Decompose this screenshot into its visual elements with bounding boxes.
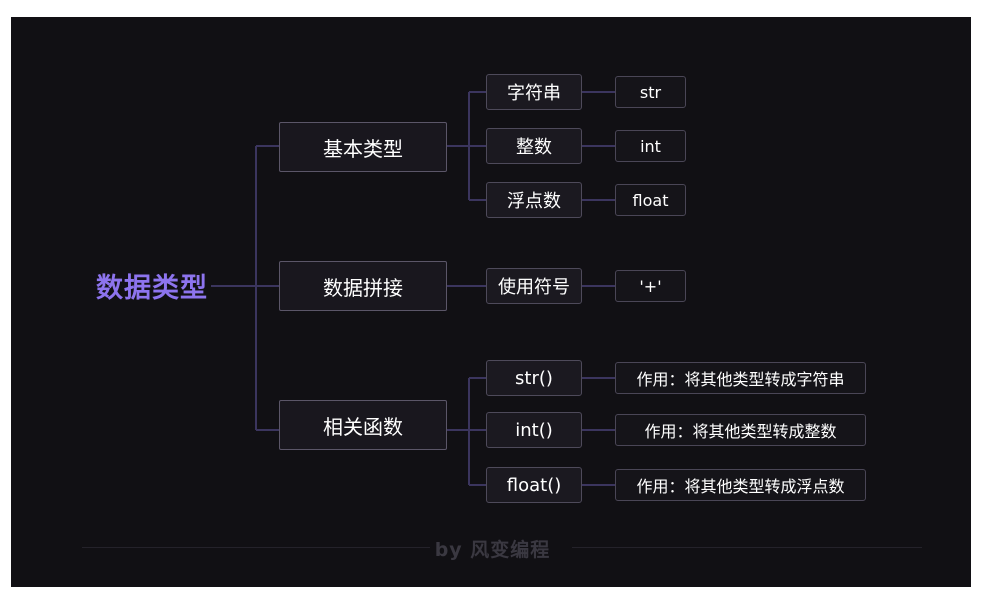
leaf-str-desc: 作用：将其他类型转成字符串	[615, 362, 866, 394]
node-string: 字符串	[486, 74, 582, 110]
node-integer: 整数	[486, 128, 582, 164]
branch-basic-types: 基本类型	[279, 122, 447, 172]
leaf-float: float	[615, 184, 686, 216]
node-int-func: int()	[486, 412, 582, 448]
leaf-int-desc: 作用：将其他类型转成整数	[615, 414, 866, 446]
root-node: 数据类型	[96, 273, 208, 304]
branch-related-functions: 相关函数	[279, 400, 447, 450]
leaf-plus-symbol: '+'	[615, 270, 686, 302]
footer-credit: by 风变编程	[434, 539, 551, 561]
footer-divider-right	[572, 547, 922, 548]
leaf-int: int	[615, 130, 686, 162]
leaf-float-desc: 作用：将其他类型转成浮点数	[615, 469, 866, 501]
node-float: 浮点数	[486, 182, 582, 218]
node-use-symbol: 使用符号	[486, 268, 582, 304]
leaf-str: str	[615, 76, 686, 108]
branch-data-concat: 数据拼接	[279, 261, 447, 311]
node-float-func: float()	[486, 467, 582, 503]
footer-divider-left	[82, 547, 430, 548]
node-str-func: str()	[486, 360, 582, 396]
